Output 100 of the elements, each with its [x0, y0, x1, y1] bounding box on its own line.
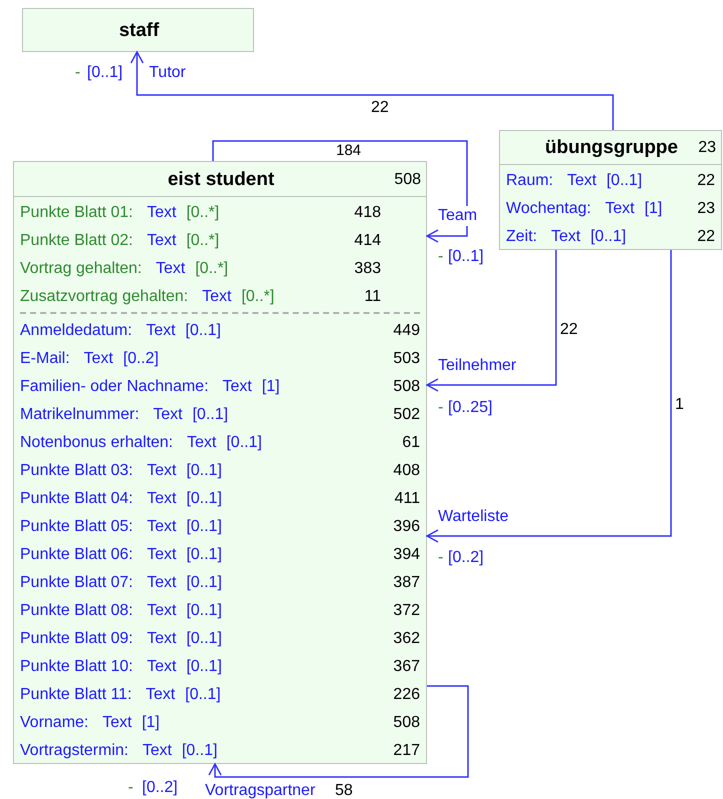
attribute-name: Anmeldedatum:	[20, 321, 132, 341]
value-count: 11	[364, 287, 381, 307]
class-box	[22, 8, 254, 52]
attribute-type: Text	[187, 433, 216, 453]
multiplicity: [0..1]	[186, 657, 222, 677]
attribute-type: Text	[551, 227, 580, 247]
attribute-name: Wochentag:	[506, 199, 592, 219]
attribute-name: Vorname:	[20, 713, 88, 733]
attribute-name: Punkte Blatt 03:	[20, 461, 133, 481]
multiplicity: [0..1]	[590, 227, 626, 247]
attribute-name: Punkte Blatt 02:	[20, 231, 133, 251]
attribute-name: Punkte Blatt 05:	[20, 517, 133, 537]
attribute-type: Text	[142, 741, 172, 761]
attribute-type: Text	[146, 321, 176, 341]
value-count: 61	[402, 433, 420, 453]
association-arrow	[130, 51, 614, 130]
value-count: 508	[393, 377, 420, 397]
attribute-type: Text	[156, 259, 186, 279]
attribute-type: Text	[146, 685, 176, 705]
multiplicity: [0..*]	[241, 287, 274, 307]
association-arrow	[208, 685, 469, 778]
class-box	[499, 130, 722, 250]
attribute-type: Text	[146, 629, 176, 649]
attribute-type: Text	[146, 517, 176, 537]
multiplicity: [0..1]	[226, 433, 262, 453]
multiplicity: [0..1]	[186, 517, 222, 537]
value-count: 508	[393, 713, 420, 733]
attribute-name: Matrikelnummer:	[20, 405, 140, 425]
attribute-type: Text	[146, 601, 176, 621]
multiplicity: [0..2]	[141, 778, 179, 798]
attribute-type: Text	[84, 349, 114, 369]
attribute-type: Text	[202, 287, 232, 307]
multiplicity: [0..1]	[186, 461, 222, 481]
attribute-type: Text	[146, 461, 176, 481]
value-count: 449	[393, 321, 420, 341]
attribute-type: Text	[146, 545, 176, 565]
attribute-type: Text	[222, 377, 252, 397]
attribute-name: Vortragstermin:	[20, 741, 128, 761]
value-count: 372	[393, 601, 420, 621]
association-arrow	[212, 140, 468, 243]
value-count: 383	[354, 259, 381, 279]
attribute-name: Raum:	[506, 171, 554, 191]
multiplicity: [0..1]	[182, 741, 218, 761]
attribute-name: Punkte Blatt 08:	[20, 601, 133, 621]
attribute-type: Text	[102, 713, 132, 733]
instance-count: 23	[698, 138, 716, 158]
multiplicity: [0..1]	[186, 489, 222, 509]
value-count: 387	[393, 573, 420, 593]
class-box	[13, 161, 427, 764]
attribute-name: Punkte Blatt 11:	[20, 685, 132, 705]
class-name: eist student	[168, 168, 274, 190]
attribute-name: Punkte Blatt 06:	[20, 545, 133, 565]
attribute-name: Zeit:	[506, 227, 538, 247]
value-count: 217	[393, 741, 420, 761]
multiplicity: [0..*]	[186, 203, 220, 223]
value-count: 411	[394, 489, 420, 509]
value-count: 418	[354, 203, 381, 223]
multiplicity: [1]	[142, 713, 160, 733]
multiplicity: [0..1]	[86, 63, 124, 83]
value-count: 226	[393, 685, 420, 705]
class-name: staff	[118, 20, 160, 42]
value-count: 22	[697, 227, 715, 247]
attribute-name: Punkte Blatt 04:	[20, 489, 133, 509]
attribute-type: Text	[153, 405, 182, 425]
attribute-type: Text	[146, 203, 176, 223]
multiplicity: [1]	[262, 377, 280, 397]
multiplicity: [0..1]	[186, 601, 222, 621]
association-arrow	[426, 250, 557, 392]
attribute-type: Text	[146, 573, 176, 593]
class-name: übungsgruppe	[545, 137, 678, 159]
value-count: 367	[393, 657, 420, 677]
attribute-name: Punkte Blatt 07:	[20, 573, 133, 593]
role-name: Vortragspartner	[204, 781, 316, 799]
multiplicity: [0..25]	[447, 398, 494, 418]
multiplicity: [0..2]	[123, 349, 159, 369]
value-count: 396	[393, 517, 420, 537]
attribute-name: Zusatzvortrag gehalten:	[20, 287, 188, 307]
attribute-name: Punkte Blatt 09:	[20, 629, 133, 649]
attribute-name: Punkte Blatt 01:	[20, 203, 133, 223]
role-name: Team	[437, 206, 478, 226]
multiplicity: [0..*]	[186, 231, 220, 251]
value-count: 408	[393, 461, 420, 481]
attribute-name: Familien- oder Nachname:	[20, 377, 209, 397]
attribute-name: Notenbonus erhalten:	[20, 433, 173, 453]
multiplicity: [0..*]	[195, 259, 228, 279]
value-count: 23	[697, 199, 715, 219]
attribute-name: Punkte Blatt 10:	[20, 657, 133, 677]
attribute-name: E-Mail:	[20, 349, 70, 369]
instance-count: 508	[394, 170, 421, 190]
attribute-type: Text	[567, 171, 596, 191]
multiplicity: [0..1]	[606, 171, 642, 191]
value-count: 394	[393, 545, 420, 565]
multiplicity: [0..1]	[186, 545, 222, 565]
multiplicity: [0..1]	[185, 685, 221, 705]
attribute-type: Text	[146, 231, 176, 251]
multiplicity: [0..1]	[192, 405, 228, 425]
multiplicity: [0..1]	[186, 573, 222, 593]
multiplicity: [0..2]	[447, 548, 485, 568]
multiplicity: [0..1]	[185, 321, 221, 341]
value-count: 362	[393, 629, 420, 649]
